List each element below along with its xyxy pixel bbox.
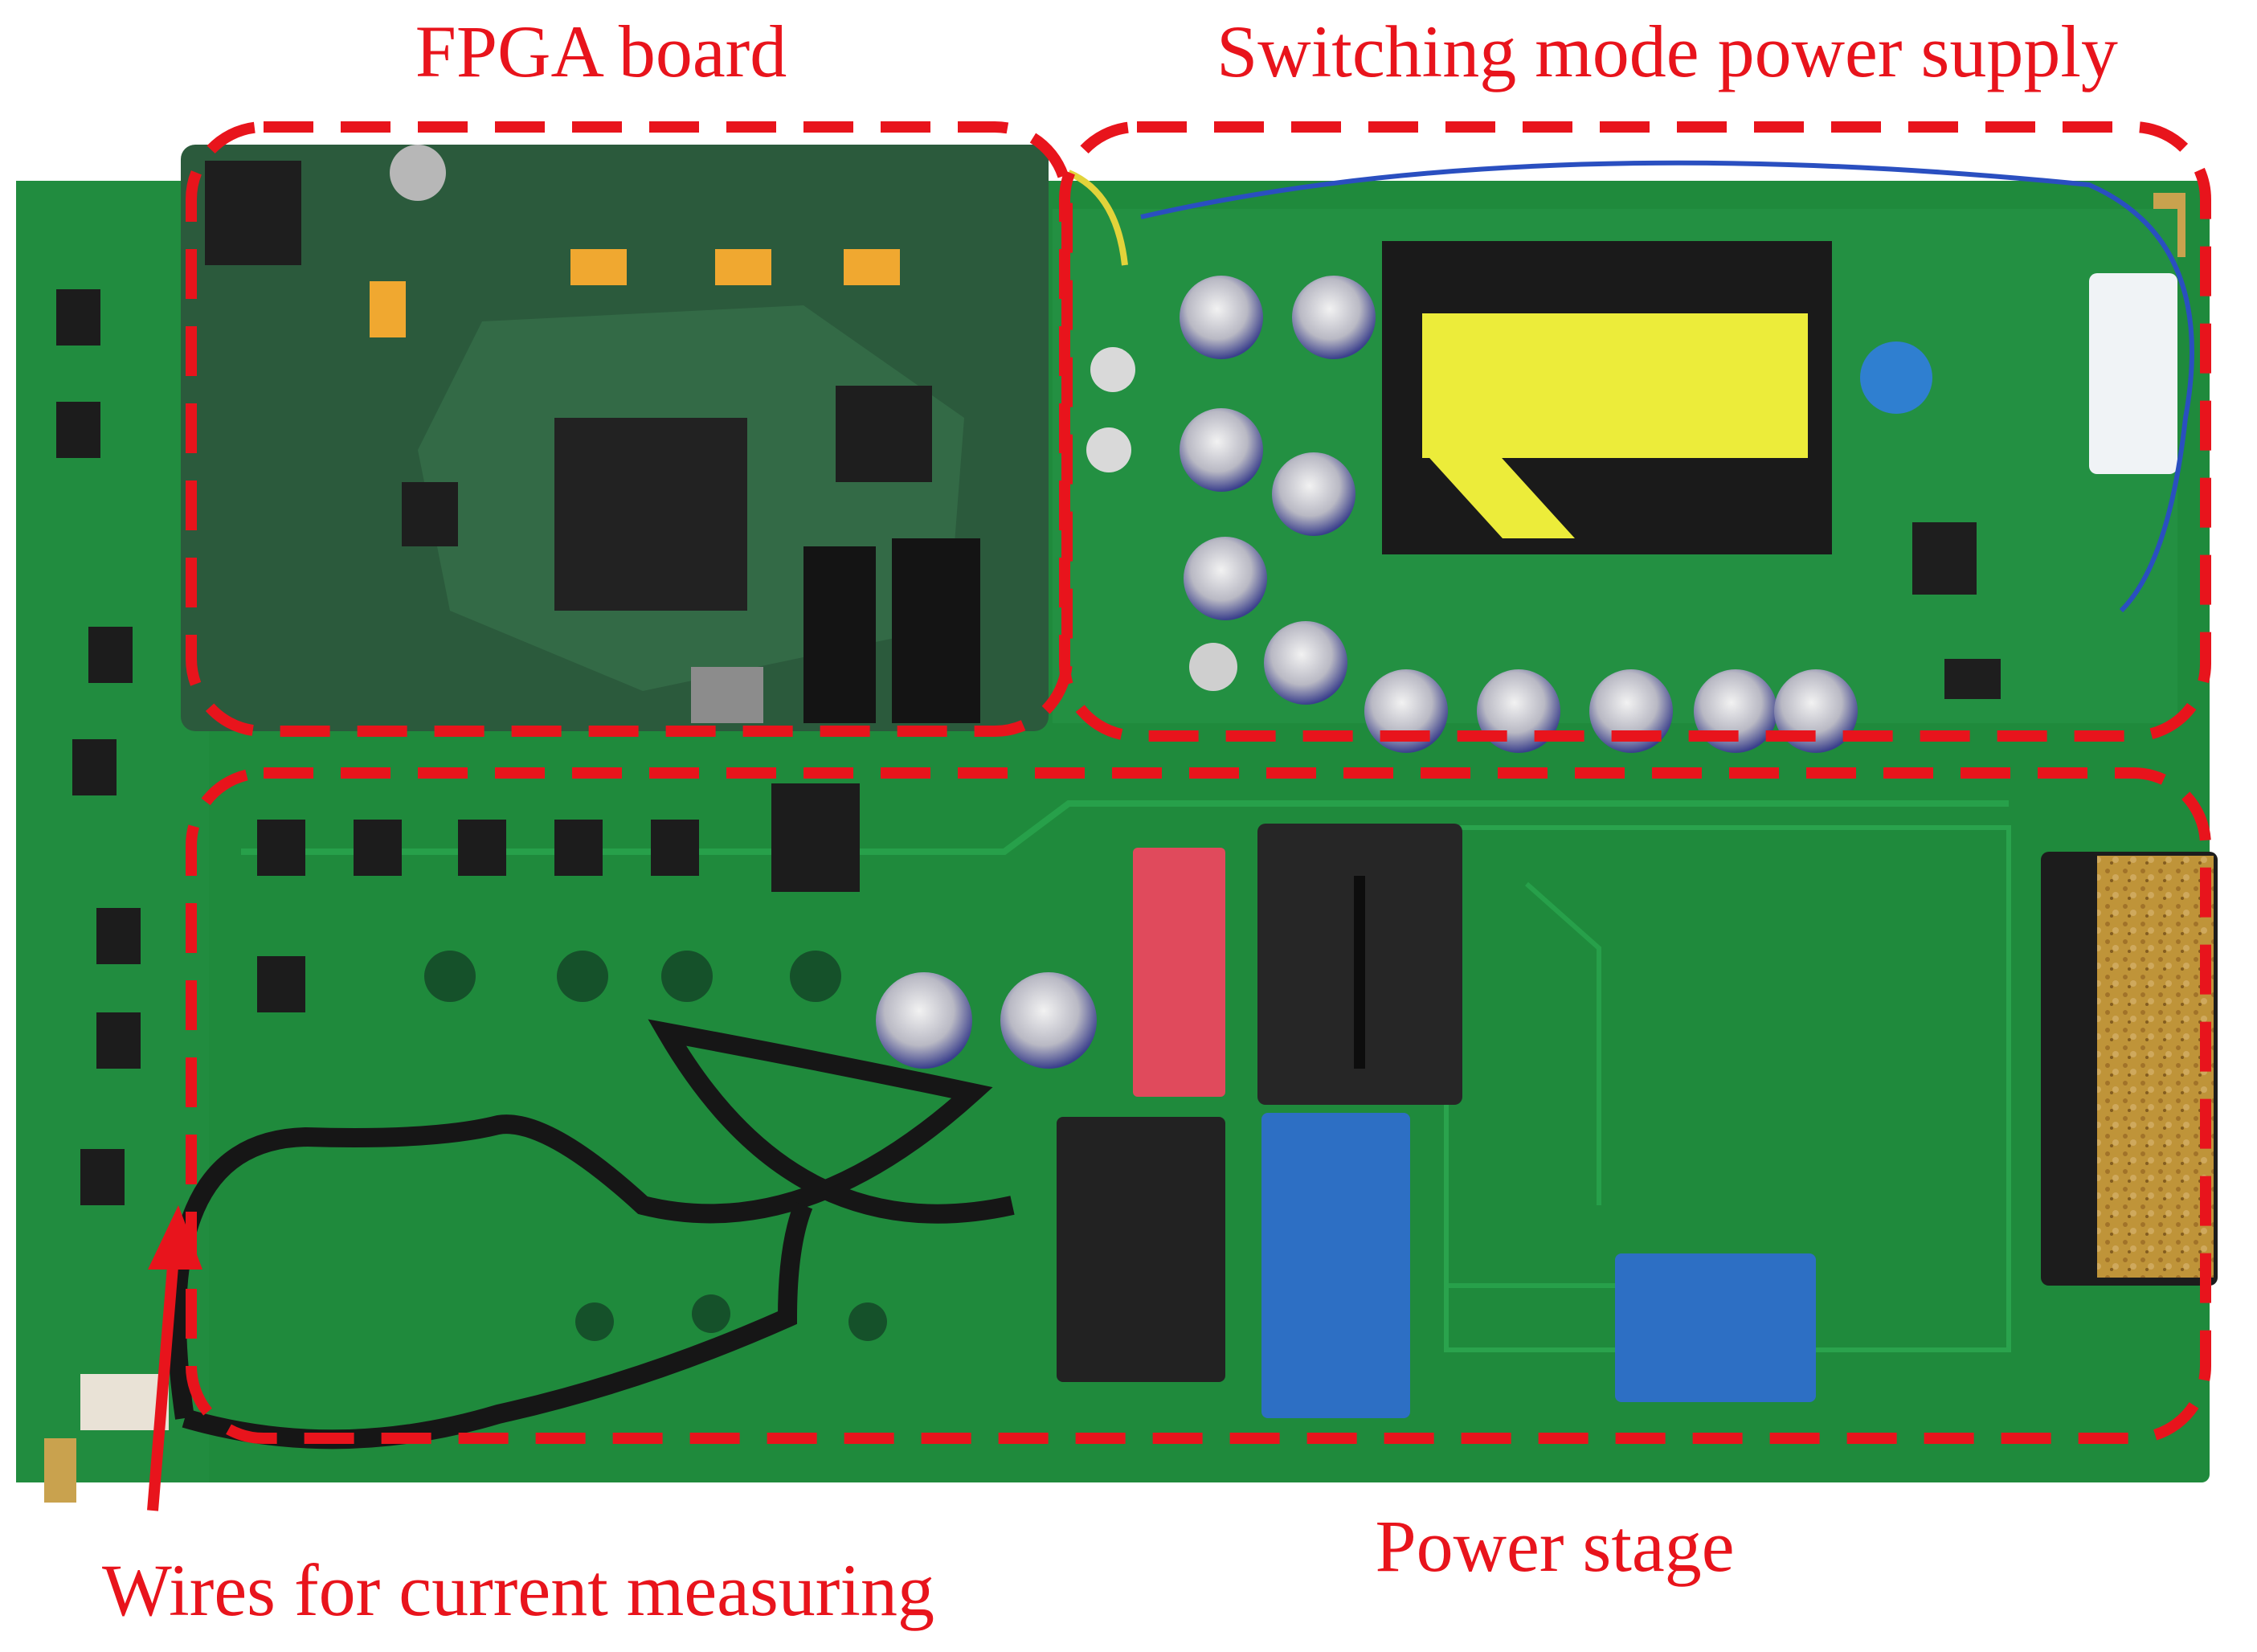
wires-arrow-shaft: [147, 1237, 181, 1511]
wires-arrow-head: [148, 1205, 202, 1270]
pin-header: [803, 546, 876, 723]
blue-current-sensor: [1615, 1253, 1816, 1402]
power-module-pad: [2097, 856, 2214, 1278]
tantalum-cap: [715, 249, 771, 285]
fpga-board-box: [186, 121, 1073, 737]
small-cap: [1090, 347, 1135, 392]
transformer-bobbin: [1422, 450, 1575, 538]
blue-wire: [1140, 160, 2194, 613]
fuse-holder: [2089, 273, 2177, 474]
ic-chip: [1944, 659, 2001, 699]
ic-chip: [205, 161, 301, 265]
ic-chip: [402, 482, 458, 546]
small-cap: [1086, 427, 1131, 472]
small-cap: [1189, 643, 1237, 691]
pin-header: [892, 538, 980, 723]
electrolytic-capacitor: [1000, 972, 1097, 1069]
blue-current-sensor: [1261, 1113, 1410, 1418]
current-sensor: [1057, 1117, 1225, 1382]
small-cap: [390, 145, 446, 201]
wires-label: Wires for current measuring: [102, 1549, 934, 1631]
edge-chips: [56, 289, 141, 1205]
pcb-trace: [241, 800, 2009, 855]
ic-chip: [836, 386, 932, 482]
electrolytic-capacitor: [876, 972, 972, 1069]
crystal: [691, 667, 763, 723]
yellow-wire: [1067, 170, 1128, 266]
fpga-board-label: FPGA board: [415, 10, 787, 92]
opamp-row: [257, 820, 699, 1012]
smps-box: [1059, 121, 2211, 742]
power-stage-box: [186, 767, 2211, 1444]
inductor-slot: [1354, 876, 1365, 1069]
transformer-bobbin: [1422, 313, 1808, 458]
film-capacitor: [1133, 848, 1225, 1097]
pcb-trace: [1525, 881, 1601, 1205]
ic-chip: [771, 783, 860, 892]
fpga-chip: [554, 418, 747, 611]
mounting-holes: [424, 951, 887, 1341]
y-capacitor: [1860, 341, 1932, 414]
tantalum-cap: [370, 281, 406, 337]
power-stage-label: Power stage: [1375, 1505, 1734, 1587]
tantalum-cap: [844, 249, 900, 285]
black-measuring-wire: [167, 1019, 1015, 1420]
brass-standoff: [44, 1438, 76, 1503]
ic-chip: [1912, 522, 1977, 595]
white-connector: [80, 1374, 169, 1430]
tantalum-cap: [570, 249, 627, 285]
smps-label: Switching mode power supply: [1216, 10, 2118, 92]
